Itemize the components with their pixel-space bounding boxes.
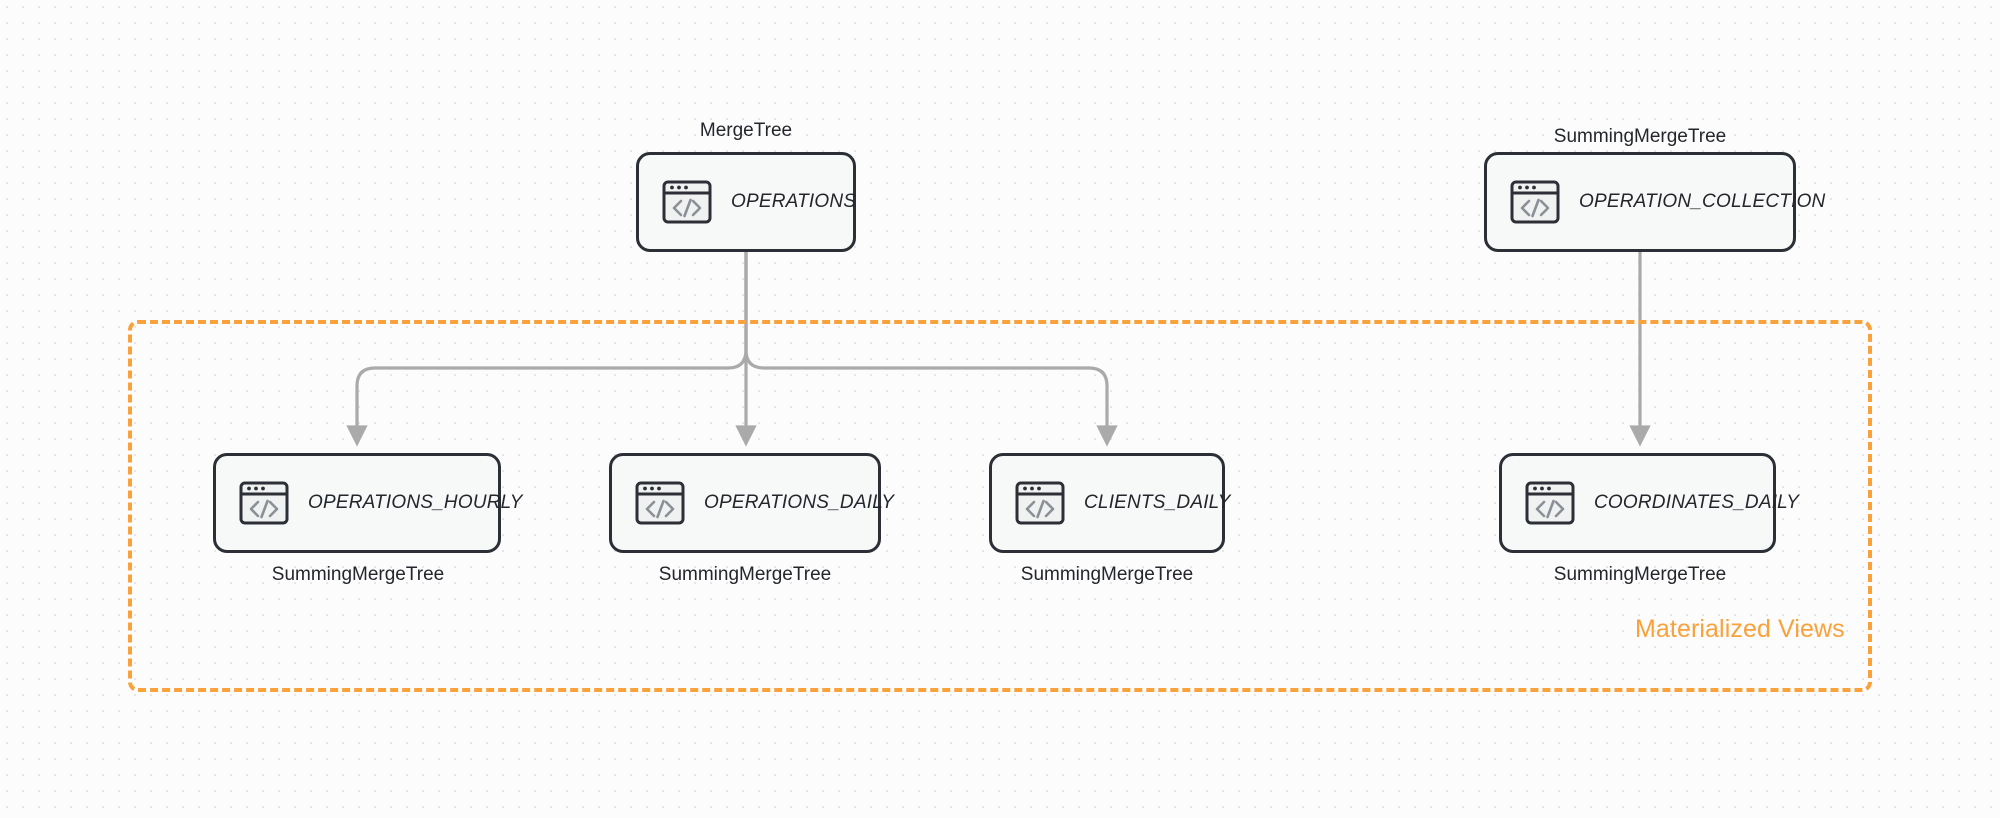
node-label-operations: OPERATIONS [731,191,857,212]
code-window-icon [634,477,686,529]
node-operation-collection[interactable]: OPERATION_COLLECTION [1484,152,1825,252]
engine-caption-coordinates-daily: SummingMergeTree [1553,564,1727,585]
node-label-coordinates-daily: COORDINATES_DAILY [1594,492,1800,513]
engine-caption-operations: MergeTree [699,120,793,141]
node-operations-daily[interactable]: OPERATIONS_DAILY [609,453,894,553]
node-label-clients-daily: CLIENTS_DAILY [1084,492,1231,513]
node-label-operation-collection: OPERATION_COLLECTION [1579,191,1826,212]
engine-caption-operations-daily: SummingMergeTree [658,564,832,585]
engine-caption-operation-collection: SummingMergeTree [1553,126,1727,147]
node-operations[interactable]: OPERATIONS [636,152,856,252]
materialized-views-group-label: Materialized Views [1635,615,1845,643]
engine-caption-operations-hourly: SummingMergeTree [271,564,445,585]
node-label-operations-hourly: OPERATIONS_HOURLY [308,492,523,513]
node-operations-hourly[interactable]: OPERATIONS_HOURLY [213,453,522,553]
code-window-icon [238,477,290,529]
code-window-icon [1014,477,1066,529]
code-window-icon [661,176,713,228]
node-label-operations-daily: OPERATIONS_DAILY [704,492,895,513]
engine-caption-clients-daily: SummingMergeTree [1020,564,1194,585]
code-window-icon [1524,477,1576,529]
code-window-icon [1509,176,1561,228]
materialized-views-group [128,320,1872,692]
node-clients-daily[interactable]: CLIENTS_DAILY [989,453,1230,553]
node-coordinates-daily[interactable]: COORDINATES_DAILY [1499,453,1799,553]
